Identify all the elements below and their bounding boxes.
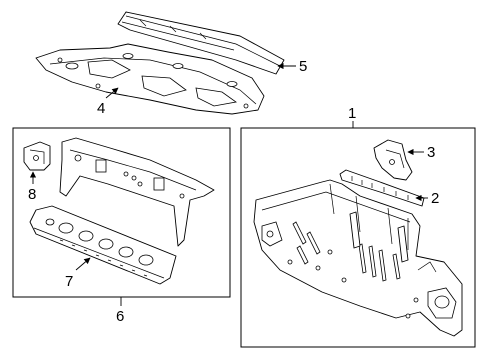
callout-2: 2	[431, 190, 439, 207]
callout-4: 4	[97, 100, 105, 117]
part-8-bracket	[23, 141, 51, 171]
part-3-bracket	[373, 139, 413, 181]
part-2-strip	[339, 169, 425, 207]
callout-1: 1	[348, 105, 356, 122]
group-box-6	[12, 127, 231, 298]
part-5-upper-panel	[117, 11, 285, 75]
leader-7	[75, 257, 91, 271]
callout-8: 8	[28, 186, 36, 203]
part-1-rear-body-panel	[253, 179, 463, 337]
callout-3: 3	[427, 144, 435, 161]
part-4-shelf-panel	[35, 43, 265, 115]
callout-6: 6	[116, 308, 124, 325]
leader-4	[105, 87, 119, 99]
callout-7: 7	[65, 273, 73, 290]
callout-5: 5	[299, 58, 307, 75]
group-box-1	[240, 127, 476, 348]
part-7-lower-rail	[29, 205, 177, 285]
part-6-upper-reinforcement	[59, 137, 215, 247]
